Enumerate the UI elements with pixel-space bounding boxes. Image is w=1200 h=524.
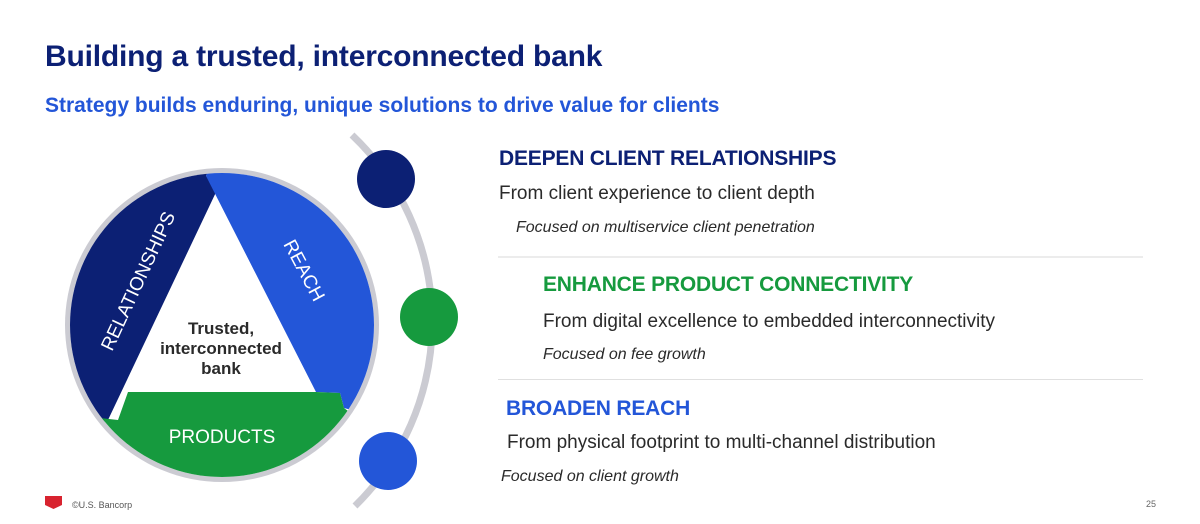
center-triangle: [132, 212, 310, 391]
center-label-line-3: bank: [201, 359, 241, 378]
center-label-line-2: interconnected: [160, 339, 282, 358]
section-focus-products: Focused on fee growth: [543, 346, 706, 363]
divider: [498, 256, 1143, 258]
slide-subtitle: Strategy builds enduring, unique solutio…: [45, 94, 720, 117]
section-heading-products: ENHANCE PRODUCT CONNECTIVITY: [543, 273, 914, 296]
label-products: PRODUCTS: [169, 427, 276, 448]
relationships-dot: [357, 150, 415, 208]
reach-dot: [359, 432, 417, 490]
section-description-reach: From physical footprint to multi-channel…: [507, 432, 936, 453]
section-description-relationships: From client experience to client depth: [499, 183, 815, 204]
center-label-line-1: Trusted,: [188, 319, 254, 338]
section-description-products: From digital excellence to embedded inte…: [543, 311, 996, 332]
section-heading-reach: BROADEN REACH: [506, 397, 691, 420]
section-heading-relationships: DEEPEN CLIENT RELATIONSHIPS: [499, 147, 837, 170]
us-bancorp-logo-icon: [45, 496, 62, 509]
slide-title: Building a trusted, interconnected bank: [45, 40, 603, 73]
section-focus-relationships: Focused on multiservice client penetrati…: [516, 219, 815, 236]
copyright-text: ©U.S. Bancorp: [72, 500, 133, 510]
divider: [498, 379, 1143, 380]
products-dot: [400, 288, 458, 346]
section-focus-reach: Focused on client growth: [501, 468, 679, 485]
page-number: 25: [1146, 499, 1157, 509]
